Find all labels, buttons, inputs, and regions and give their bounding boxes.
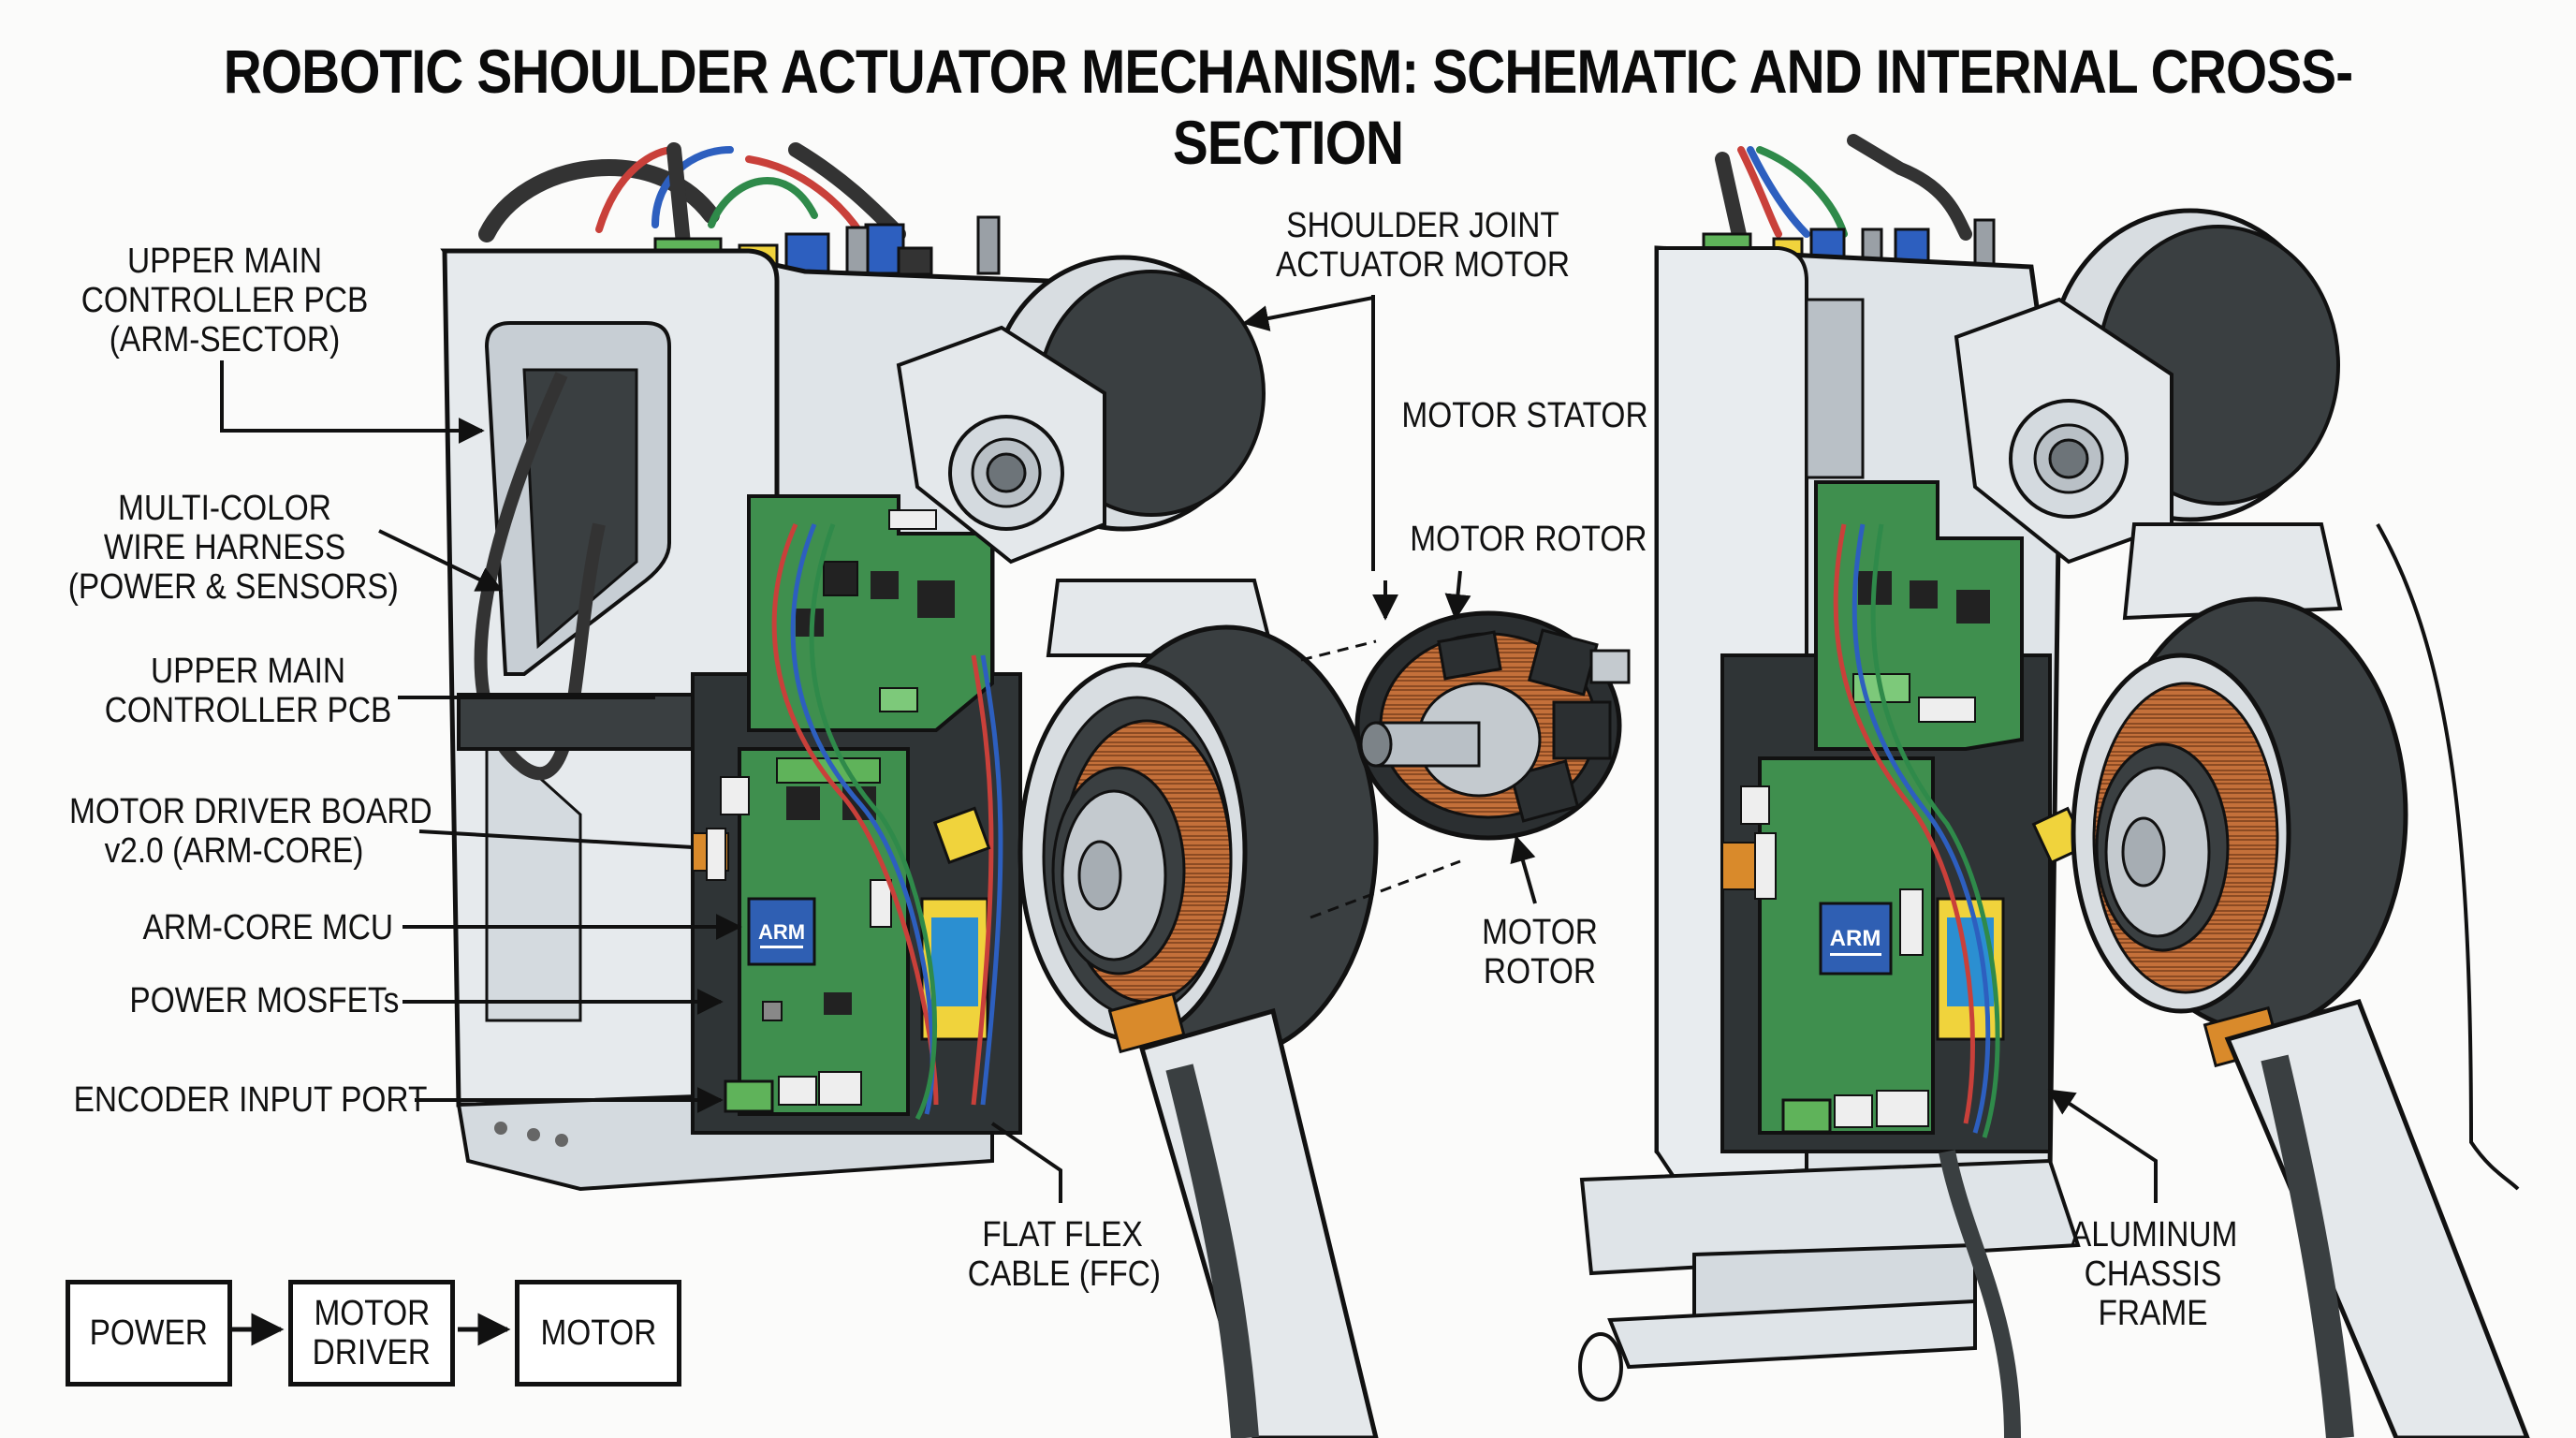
label-encoder-input-port: ENCODER INPUT PORT [73,1080,428,1120]
top-connector-blue [784,232,830,277]
leader-motor-driver-board [418,829,694,849]
label-motor-rotor-top: MOTOR ROTOR [1410,520,1647,559]
lower-actuator-motor [1017,624,1379,1061]
block-power: POWER [66,1280,232,1387]
leader-shoulder-motor [1242,295,1375,331]
label-shoulder-joint-actuator-motor: SHOULDER JOINT ACTUATOR MOTOR [1276,206,1570,285]
right-assembly: ARM [1578,134,2530,1438]
label-upper-main-controller-pcb: UPPER MAIN CONTROLLER PCB [104,652,392,730]
label-motor-rotor-bottom: MOTOR ROTOR [1482,913,1598,991]
exploded-rotor [1300,610,1631,919]
screw-post [845,226,870,276]
leader-lines [220,295,2158,1203]
top-wire-bundle [478,142,906,251]
chip-marking-right: ARM [1830,926,1881,951]
label-motor-stator: MOTOR STATOR [1401,396,1648,435]
upper-controller-pcb [747,494,994,732]
left-assembly: ARM [440,142,1379,1438]
block-motor-driver: MOTOR DRIVER [288,1280,455,1387]
upper-actuator-motor [896,255,1266,565]
leader-motor-rotor-top [1444,570,1471,621]
label-upper-main-controller-pcb-arm-sector: UPPER MAIN CONTROLLER PCB (ARM-SECTOR) [80,242,369,360]
rotor-shaft [1374,721,1481,768]
label-aluminum-chassis-frame: ALUMINUM CHASSIS FRAME [2071,1215,2238,1333]
label-arm-core-mcu: ARM-CORE MCU [142,908,393,947]
label-power-mosfets: POWER MOSFETs [129,981,400,1020]
screw-post [976,215,1001,275]
block-motor: MOTOR [515,1280,681,1387]
encoder-terminal-block [724,1079,774,1113]
leader-ffc [990,1122,1062,1203]
leader-wire-harness [378,529,504,592]
leader-upper-main-pcb-arm-sector [220,360,485,444]
arm-mcu-chip: ARM [747,897,816,966]
label-flat-flex-cable: FLAT FLEX CABLE (FFC) [967,1215,1162,1294]
label-multi-color-wire-harness: MULTI-COLOR WIRE HARNESS (POWER & SENSOR… [67,489,399,607]
leader-aluminum-chassis [2047,1089,2158,1203]
chip-marking: ARM [758,920,805,944]
leader-motor-rotor-bottom [1510,835,1537,904]
page-title: ROBOTIC SHOULDER ACTUATOR MECHANISM: SCH… [223,37,2353,177]
label-motor-driver-board: MOTOR DRIVER BOARD v2.0 (ARM-CORE) [69,792,432,871]
